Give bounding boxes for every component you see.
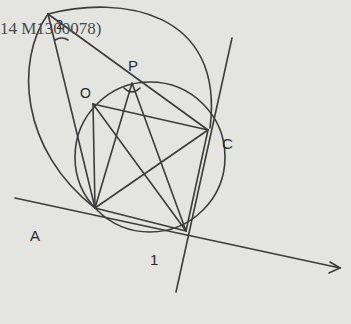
watermark-text: 14 M1300078) [0, 20, 102, 37]
segment [95, 83, 132, 208]
point-label: A [30, 228, 40, 243]
angle-mark [124, 88, 140, 92]
segment [93, 104, 95, 208]
point-label: P [128, 58, 138, 73]
point-label: 2 [56, 18, 63, 31]
point-label: O [80, 86, 91, 100]
point-label: C [222, 136, 233, 151]
angle-mark [55, 38, 68, 40]
circle [75, 82, 225, 232]
arrow-head [329, 262, 340, 273]
segment [93, 104, 208, 130]
tangent-line [176, 38, 232, 292]
segment [132, 83, 186, 231]
outer-arc [29, 14, 95, 208]
segment [95, 130, 208, 208]
point-label: 1 [150, 252, 158, 267]
segment [95, 208, 186, 231]
segment [186, 130, 208, 231]
